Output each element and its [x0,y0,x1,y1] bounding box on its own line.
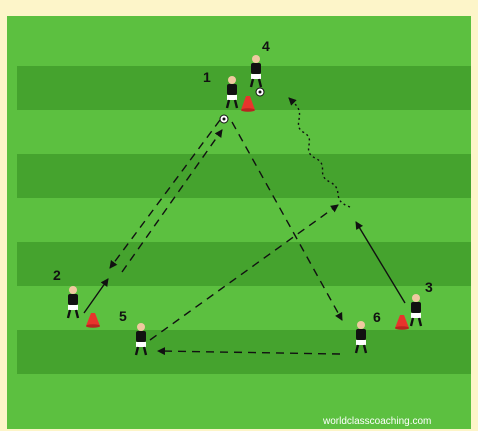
ball [220,115,228,123]
player-label-5: 5 [119,308,127,324]
player-label-1: 1 [203,69,211,85]
player-label-6: 6 [373,309,381,325]
field-stripe [17,242,471,286]
watermark: worldclasscoaching.com [322,416,431,427]
player-label-2: 2 [53,267,61,283]
player-label-3: 3 [425,279,433,295]
field-stripe [17,330,471,374]
ball [256,88,264,96]
player-label-4: 4 [262,38,270,54]
field-stripe [17,154,471,198]
